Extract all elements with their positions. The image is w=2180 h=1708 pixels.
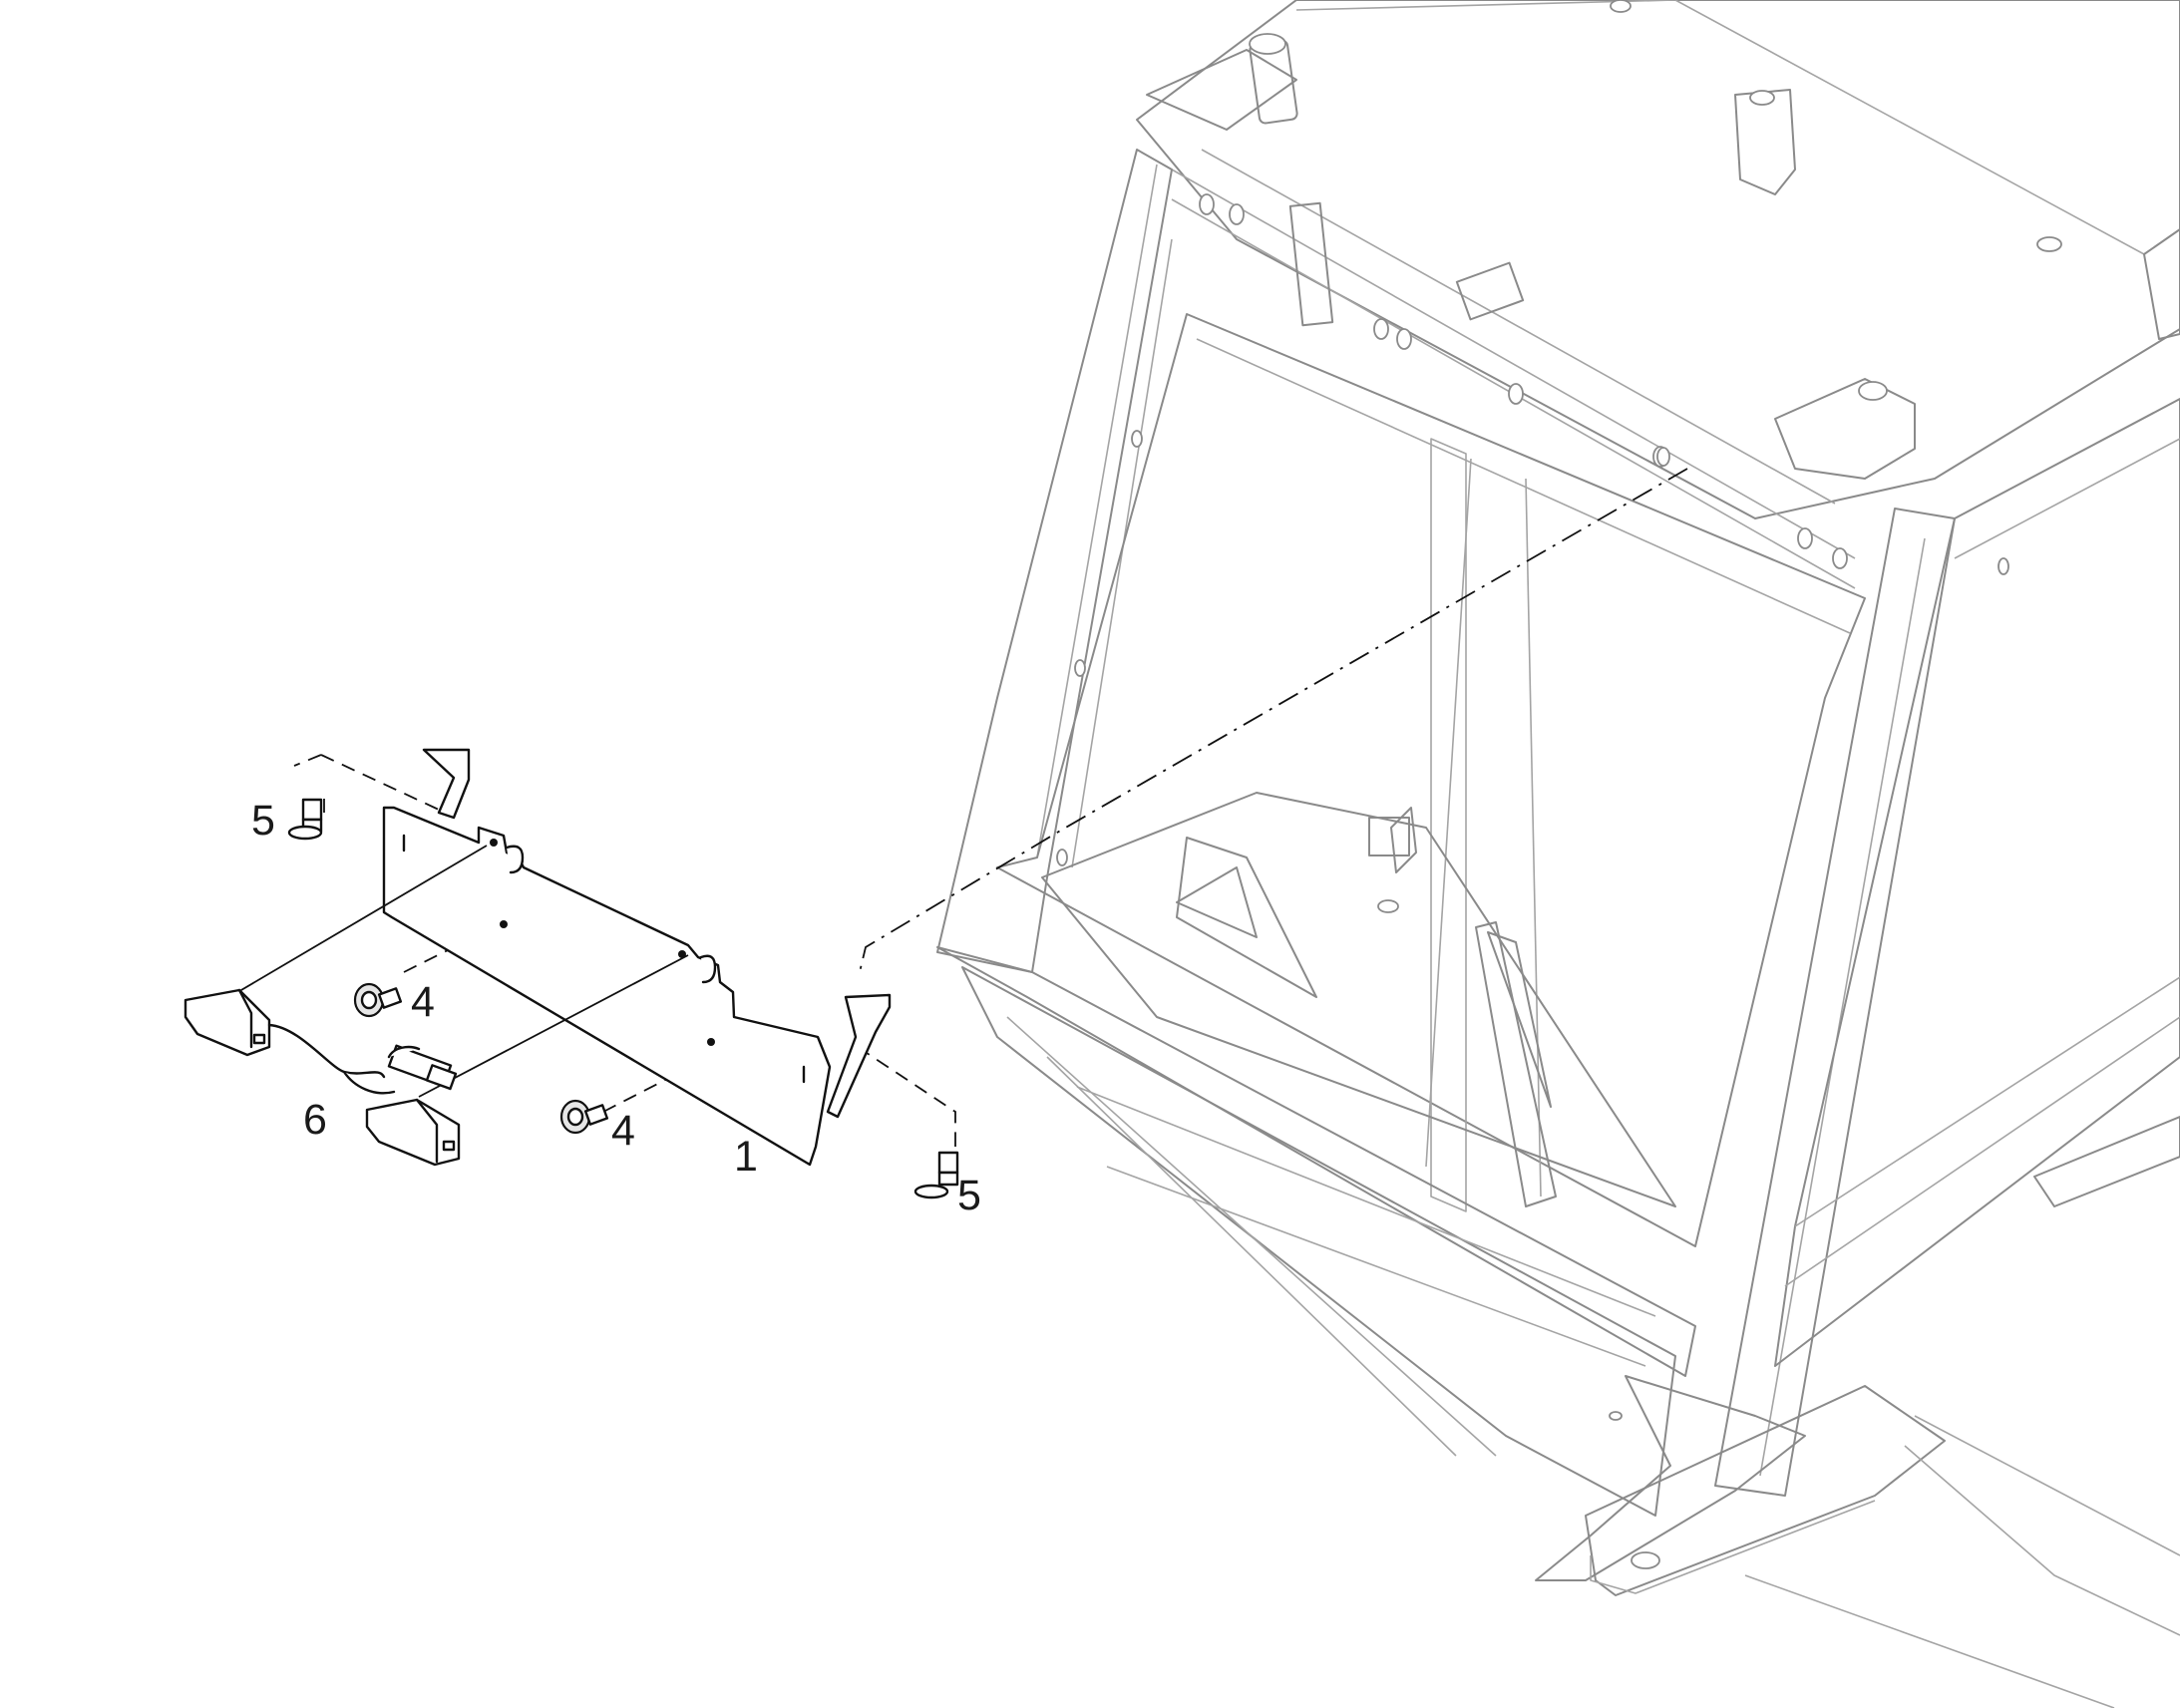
callout-5-left: 5 bbox=[251, 797, 275, 845]
lamp-harness bbox=[183, 845, 689, 1167]
cab-front-left-pillar bbox=[936, 149, 1173, 973]
bracket-part bbox=[382, 748, 892, 1167]
windshield-divider bbox=[1430, 438, 1467, 1212]
callout-5-right: 5 bbox=[957, 1172, 981, 1219]
cab-frame bbox=[936, 0, 2180, 1708]
callout-6: 6 bbox=[303, 1096, 327, 1144]
bracket-alignment-line bbox=[859, 468, 1688, 973]
screw-upper bbox=[353, 982, 403, 1018]
cab-foot-plate bbox=[1585, 1385, 1946, 1596]
bolt-right bbox=[913, 1151, 959, 1199]
windshield-opening bbox=[996, 313, 1866, 1247]
assembly-lines bbox=[293, 468, 1688, 1147]
cab-lower-beam bbox=[961, 966, 1676, 1517]
callout-4-lower: 4 bbox=[611, 1107, 635, 1155]
callouts: 1 4 4 5 5 6 bbox=[251, 797, 981, 1219]
cab-front-right-pillar bbox=[1714, 508, 1956, 1497]
callout-4-upper: 4 bbox=[411, 978, 435, 1026]
screw-lower bbox=[559, 1099, 609, 1135]
callout-1: 1 bbox=[734, 1133, 758, 1181]
bolt-left bbox=[287, 798, 323, 841]
